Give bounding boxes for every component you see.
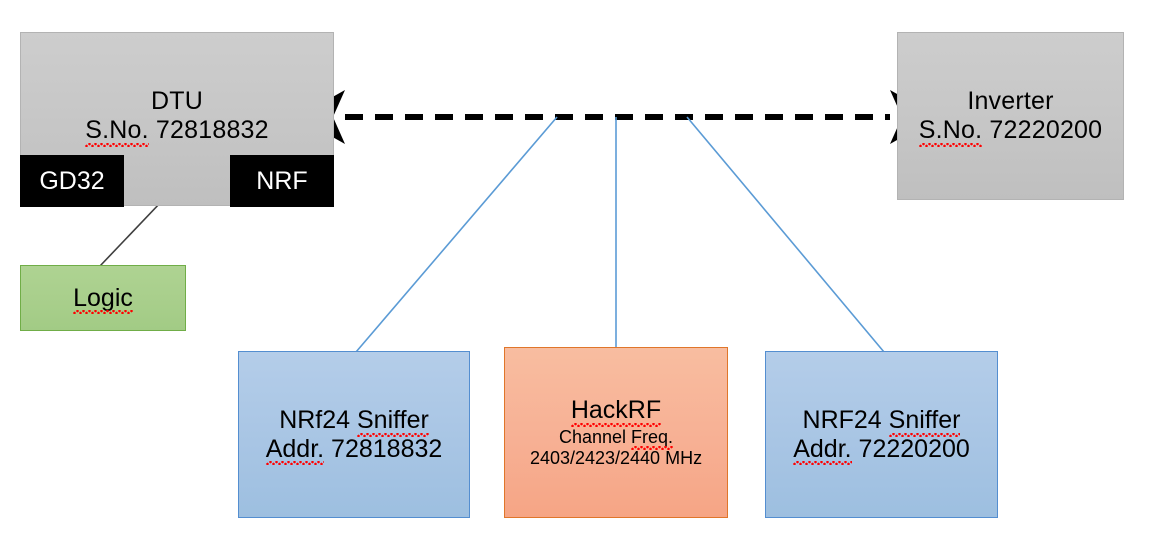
node-gd32[interactable]: GD32 xyxy=(20,155,124,207)
dtu-serial-value: 72818832 xyxy=(155,115,269,144)
sniffer-right-addr-spacer xyxy=(852,435,859,463)
sniffer-left-addr-spacer xyxy=(324,435,331,463)
hackrf-sub-label-tail: Freq. xyxy=(631,427,674,450)
dtu-serial-value-spacer xyxy=(149,116,156,144)
hackrf-frequencies: 2403/2423/2440 MHz xyxy=(529,447,703,468)
nrf-label: NRF xyxy=(256,166,308,195)
sniffer-right-title-head: NRF24 xyxy=(802,405,889,434)
hackrf-sub-label: Channel Freq. xyxy=(558,427,674,450)
sniffer-right-addr-label: Addr. xyxy=(793,434,852,465)
sniffer-right-title-tail: Sniffer xyxy=(888,405,961,437)
connector-sniffer-left-tap xyxy=(355,116,558,353)
sniffer-left-addr-label: Addr. xyxy=(265,434,325,465)
sniffer-right-addr-value: 72220200 xyxy=(858,434,970,463)
node-logic[interactable]: Logic xyxy=(20,265,186,331)
node-inverter[interactable]: Inverter S.No. 72220200 xyxy=(897,32,1124,200)
node-nrf[interactable]: NRF xyxy=(230,155,334,207)
sniffer-left-title: NRf24 Sniffer xyxy=(279,405,429,437)
sniffer-right-addr: Addr. 72220200 xyxy=(793,434,970,465)
connector-sniffer-right-tap xyxy=(686,116,885,353)
sniffer-left-addr-value: 72818832 xyxy=(331,434,443,463)
node-sniffer-right[interactable]: NRF24 Sniffer Addr. 72220200 xyxy=(765,351,998,518)
dtu-serial-label: S.No. xyxy=(85,115,149,147)
hackrf-title-text: HackRF xyxy=(570,396,662,427)
node-hackrf[interactable]: HackRF Channel Freq. 2403/2423/2440 MHz xyxy=(504,347,728,518)
inverter-serial-value: 72220200 xyxy=(989,115,1103,144)
hackrf-title: HackRF xyxy=(570,396,662,427)
inverter-serial-label: S.No. xyxy=(918,115,983,147)
logic-label: Logic xyxy=(73,283,133,315)
sniffer-left-title-tail: Sniffer xyxy=(357,405,429,437)
sniffer-left-addr: Addr. 72818832 xyxy=(265,434,443,465)
gd32-label: GD32 xyxy=(39,166,105,195)
sniffer-left-title-head: NRf24 xyxy=(279,405,357,434)
inverter-title: Inverter xyxy=(967,87,1054,115)
dtu-title: DTU xyxy=(151,87,203,115)
hackrf-sub-label-head: Channel xyxy=(558,427,632,448)
sniffer-right-title: NRF24 Sniffer xyxy=(802,405,961,437)
dtu-serial: S.No. 72818832 xyxy=(85,115,269,147)
inverter-serial: S.No. 72220200 xyxy=(918,115,1103,147)
node-sniffer-left[interactable]: NRf24 Sniffer Addr. 72818832 xyxy=(238,351,470,518)
